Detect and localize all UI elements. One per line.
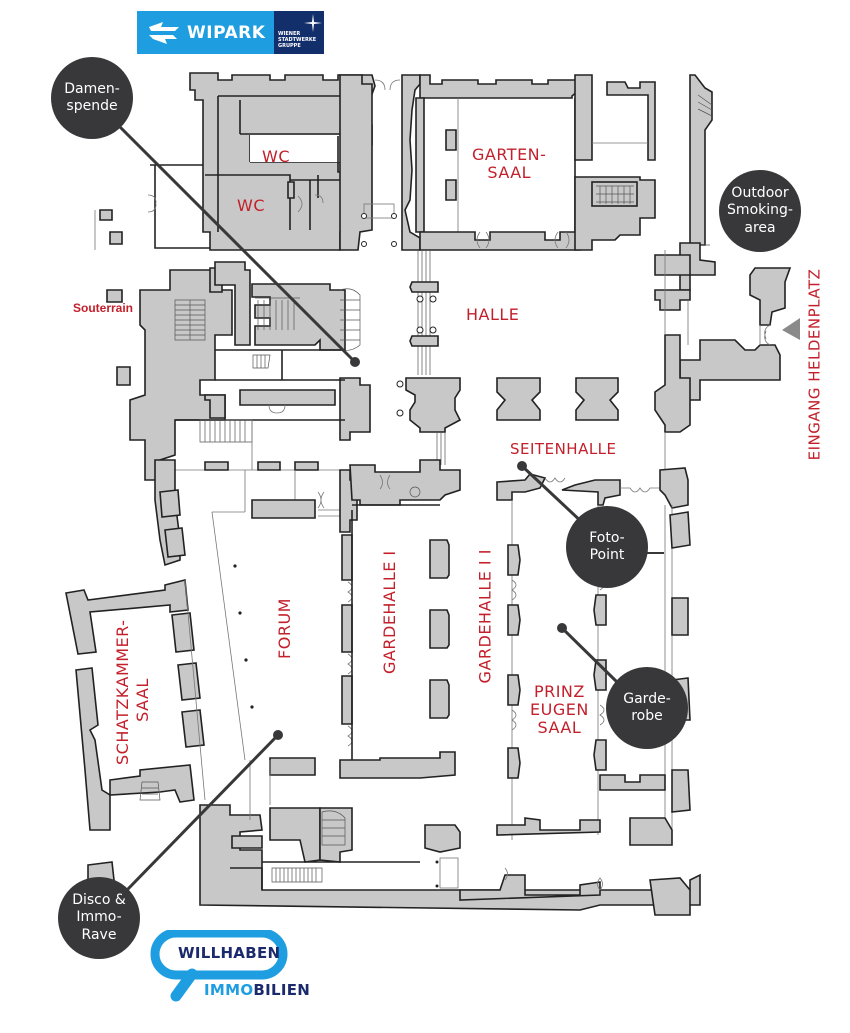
room-label-schatzkammersaal: SCHATZKAMMER- SAAL (113, 619, 152, 765)
poi-garderobe-label: Garde- robe (623, 690, 671, 725)
wipark-logo: WIPARK WIENER STADTWERKE GRUPPE (137, 11, 324, 54)
poi-disco-label: Disco & Immo- Rave (72, 891, 126, 943)
poi-outdoor-smoking-label: Outdoor Smoking- area (727, 184, 793, 236)
pin-disco (273, 730, 283, 740)
wall-west-wing (94, 164, 361, 481)
poi-foto-point-label: Foto- Point (589, 529, 625, 564)
wipark-mark-icon (149, 21, 179, 44)
wall-prinz-eugen (496, 467, 691, 846)
wall-central-north (339, 74, 421, 251)
poi-garderobe[interactable]: Garde- robe (606, 667, 688, 749)
room-label-gardehalle-1: GARDEHALLE I (380, 550, 400, 674)
leader-disco (125, 733, 280, 892)
immobilien-text: IMMOBILIEN (204, 981, 310, 999)
poi-outdoor-smoking[interactable]: Outdoor Smoking- area (719, 170, 801, 252)
room-label-gardehalle-2: GARDEHALLE I I (475, 549, 495, 684)
wall-entrance (654, 267, 800, 401)
poi-disco[interactable]: Disco & Immo- Rave (58, 877, 140, 959)
wall-north-east (574, 74, 716, 291)
room-label-gartensaal: GARTEN- SAAL (472, 145, 547, 182)
immo-text: IMMO (204, 981, 254, 999)
wiener-stadtwerke-logo: WIENER STADTWERKE GRUPPE (274, 11, 324, 54)
room-label-forum: FORUM (275, 598, 295, 659)
room-label-wc-upper: WC (262, 147, 290, 166)
wipark-brand-text: WIPARK (187, 22, 266, 43)
wall-gartensaal (415, 74, 585, 251)
poi-damenspende[interactable]: Damen- spende (51, 57, 133, 139)
pin-damenspende (350, 357, 360, 367)
room-label-seitenhalle: SEITENHALLE (510, 440, 617, 458)
poi-damenspende-label: Damen- spende (64, 80, 120, 115)
entrance-arrow-icon (782, 318, 800, 340)
willhaben-bubble-icon (150, 930, 288, 1002)
wall-south (87, 760, 701, 916)
room-label-halle: HALLE (466, 305, 520, 324)
wipark-logo-primary: WIPARK (137, 11, 274, 54)
wiener-stadtwerke-text: WIENER STADTWERKE GRUPPE (278, 31, 317, 49)
room-label-wc-lower: WC (237, 196, 265, 215)
pin-garderobe (557, 623, 567, 633)
leader-foto-point (520, 464, 587, 527)
leader-garderobe (560, 626, 620, 685)
wall-forum-gardehalle (211, 459, 461, 779)
entrance-label: EINGANG HELDENPLATZ (805, 268, 824, 461)
willhaben-immobilien-logo: WILLHABEN IMMOBILIEN (150, 930, 320, 1010)
leader-lines (118, 125, 664, 892)
bilien-text: BILIEN (253, 981, 311, 999)
willhaben-text: WILLHABEN (178, 944, 281, 962)
room-label-souterrain: Souterrain (73, 301, 134, 315)
pin-foto-point (517, 461, 527, 471)
poi-foto-point[interactable]: Foto- Point (566, 506, 648, 588)
halle-structure (339, 250, 691, 470)
wall-schatzkammer (65, 459, 206, 831)
star-icon (304, 14, 322, 32)
room-label-prinz-eugen-saal: PRINZ EUGEN SAAL (530, 682, 589, 737)
leader-damenspende (118, 125, 357, 364)
